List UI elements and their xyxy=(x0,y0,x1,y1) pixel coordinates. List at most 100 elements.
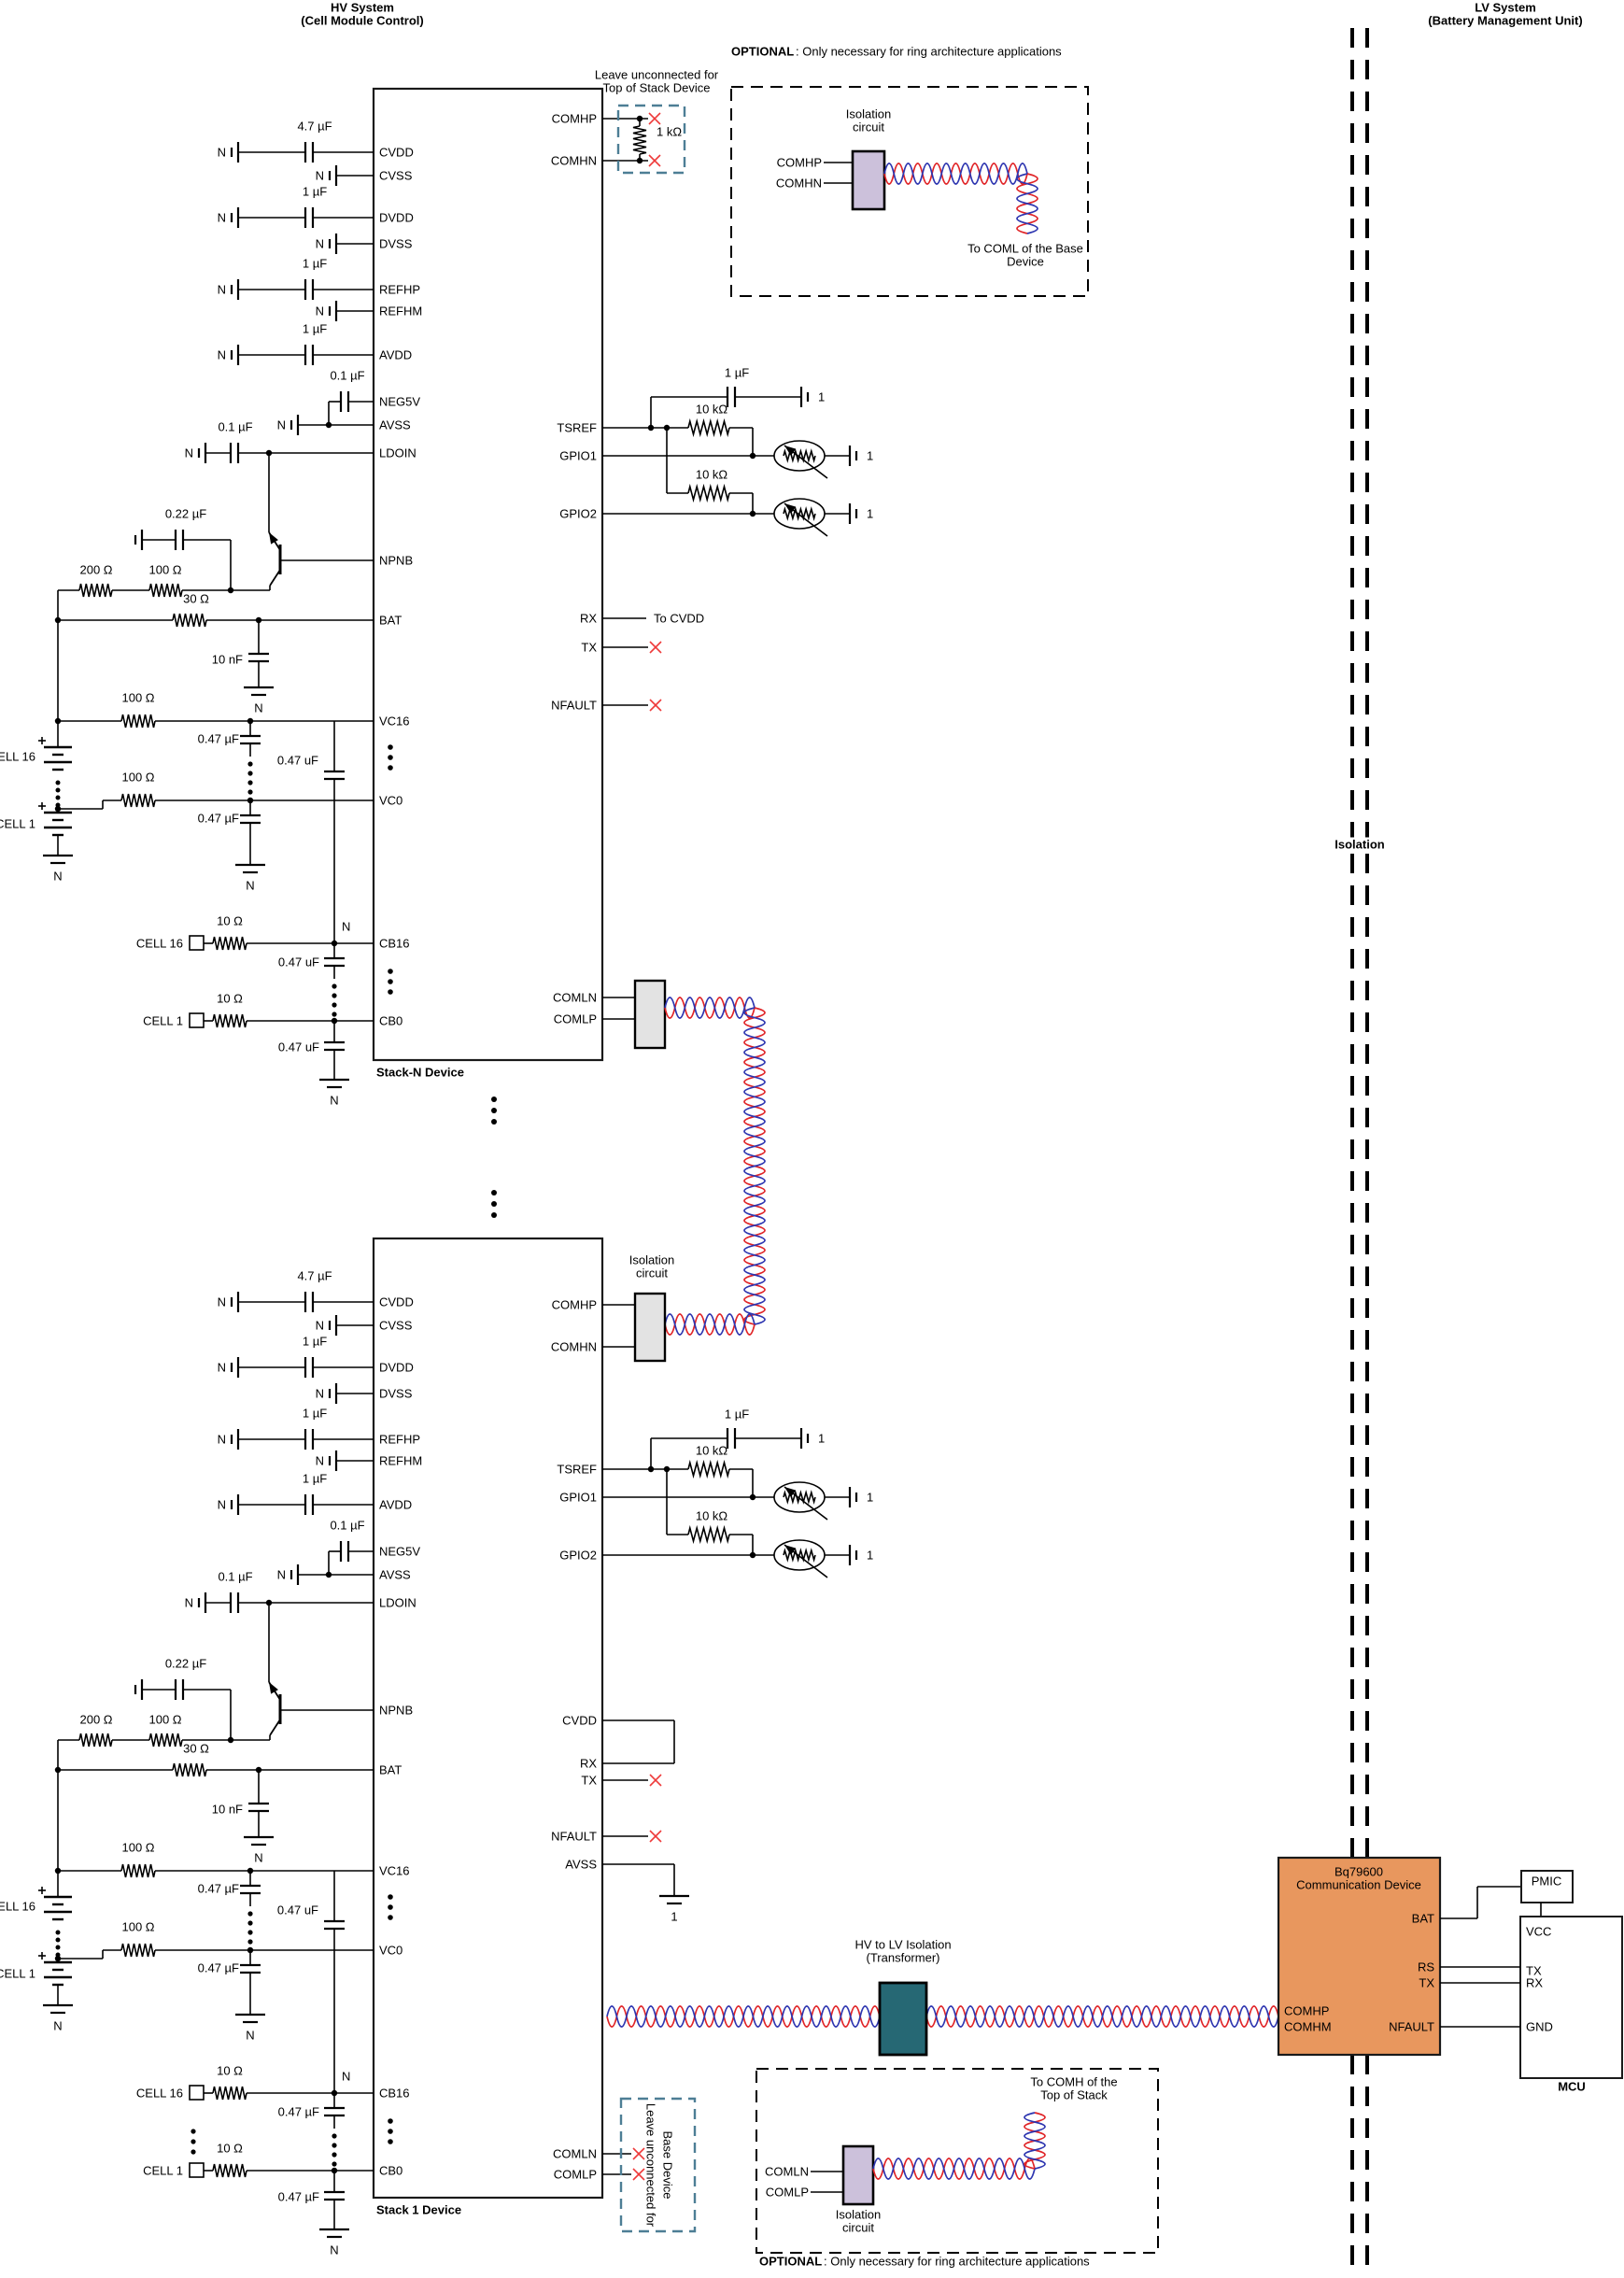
value-label: 1 µF xyxy=(302,256,328,271)
pin-label: NPNB xyxy=(379,553,414,568)
pin-label: REFHP xyxy=(379,1432,421,1447)
bq79600-title: Bq79600 xyxy=(1334,1864,1384,1879)
net-label: N xyxy=(315,1453,324,1468)
label-iso_circuit-line1: Isolation xyxy=(628,1252,675,1267)
net-label: N xyxy=(217,1360,226,1375)
net-label: N xyxy=(217,282,226,297)
bq79600-title2: Communication Device xyxy=(1296,1877,1421,1892)
pin-label: CVSS xyxy=(379,168,413,183)
value-label: 0.1 µF xyxy=(330,368,365,383)
pin-label: GPIO1 xyxy=(559,1490,597,1505)
value-label: 0.1 µF xyxy=(218,419,253,434)
net-label: N xyxy=(217,210,226,225)
label-optional_bottom-dest2: Top of Stack xyxy=(1040,2087,1108,2102)
value-label: 1 µF xyxy=(302,1471,328,1486)
mcu-box xyxy=(1519,1916,1623,2079)
value-label: 1 µF xyxy=(302,321,328,336)
pin-label: REFHM xyxy=(379,1453,423,1468)
value-label: 0.47 uF xyxy=(276,1903,318,1917)
net-label: N xyxy=(330,1093,339,1108)
pin-label: TX xyxy=(1526,1963,1542,1978)
value-label: 0.47 uF xyxy=(277,955,319,969)
value-label: 10 Ω xyxy=(217,913,243,928)
label-iso_circuit-line1: Isolation xyxy=(845,106,892,121)
pin-label: DVSS xyxy=(379,1386,413,1401)
optional-ring-box-bottom xyxy=(756,2068,1159,2254)
isolation-barrier-label: Isolation xyxy=(1332,837,1388,852)
pin-label: CB0 xyxy=(379,1013,403,1028)
net-label: N xyxy=(217,1295,226,1309)
label-transformer-line2: (Transformer) xyxy=(866,1950,940,1965)
net-label: N xyxy=(246,878,255,893)
net-label: N xyxy=(315,168,324,183)
value-label: 10 Ω xyxy=(217,991,243,1006)
label-notes-base1: Leave unconnected for xyxy=(643,2102,658,2228)
label-optional_bottom-pin2: COMLP xyxy=(765,2185,809,2200)
value-label: 0.47 µF xyxy=(197,1960,239,1975)
value-label: 1 µF xyxy=(302,184,328,199)
pin-label: DVDD xyxy=(379,1360,414,1375)
value-label: 10 kΩ xyxy=(695,1443,728,1458)
net-label: N xyxy=(315,1318,324,1333)
label-iso_circuit-line2: circuit xyxy=(636,1266,668,1280)
net-label: 1 xyxy=(867,1490,874,1505)
net-label: N xyxy=(276,417,286,432)
pin-label: TX xyxy=(581,640,597,655)
label-notes-top2: Top of Stack Device xyxy=(602,80,711,95)
pin-label: TX xyxy=(1419,1975,1434,1990)
pin-label: COMLN xyxy=(553,990,597,1005)
value-label: 1 µF xyxy=(302,1406,328,1421)
pin-label: LDOIN xyxy=(379,1595,417,1610)
value-label: 1 µF xyxy=(724,1407,750,1422)
label-notes-base2: Base Device xyxy=(660,2130,675,2200)
net-label: 1 xyxy=(671,1909,678,1924)
isolation-circuit-block-optional-top xyxy=(851,149,886,211)
value-label: 1 µF xyxy=(724,365,750,380)
pin-label: AVDD xyxy=(379,347,413,362)
pin-label: AVSS xyxy=(379,417,411,432)
label-optional_top-dest1: To COML of the Base xyxy=(967,241,1083,256)
value-label: 10 Ω xyxy=(217,2063,243,2078)
pin-label: RX xyxy=(1526,1975,1544,1990)
label-cells-c16: CELL 16 xyxy=(0,1899,35,1914)
pin-label: COMHP xyxy=(551,111,597,126)
pin-label: CB16 xyxy=(379,2086,410,2101)
net-label: N xyxy=(254,1850,263,1865)
pin-label: COMHP xyxy=(1284,2003,1330,2018)
pin-label: TSREF xyxy=(557,1462,597,1477)
value-label: 100 Ω xyxy=(121,690,155,705)
net-label: N xyxy=(217,145,226,160)
hv-lv-transformer-block xyxy=(878,1981,928,2057)
value-label: 0.22 µF xyxy=(164,506,207,521)
label-iso_circuit-line2: circuit xyxy=(842,2220,874,2235)
value-label: 100 Ω xyxy=(148,1712,182,1727)
value-label: 100 Ω xyxy=(121,1919,155,1934)
pin-label: COMLP xyxy=(553,2167,597,2182)
isolation-circuit-block-optional-bottom xyxy=(841,2144,875,2206)
value-label: 30 Ω xyxy=(183,591,209,606)
net-label: N xyxy=(217,1432,226,1447)
pin-label: VC0 xyxy=(379,1943,403,1958)
stack-1-device-label: Stack 1 Device xyxy=(376,2202,462,2217)
value-label: 4.7 µF xyxy=(297,119,332,134)
label-iso_circuit-line2: circuit xyxy=(853,120,884,134)
stack-n-device-box xyxy=(372,87,604,1062)
pin-label: BAT xyxy=(379,1762,402,1777)
value-label: 10 nF xyxy=(211,652,243,667)
value-label: 1 kΩ xyxy=(657,124,683,139)
pin-label: AVDD xyxy=(379,1497,413,1512)
value-label: 100 Ω xyxy=(121,770,155,785)
label-notes-top1: Leave unconnected for xyxy=(594,67,719,82)
pin-label: CVDD xyxy=(379,145,414,160)
pin-label: TSREF xyxy=(557,420,597,435)
pin-label: NFAULT xyxy=(551,698,597,713)
pin-label: TX xyxy=(581,1773,597,1788)
value-label: 0.47 µF xyxy=(197,731,239,746)
pin-label: CVDD xyxy=(562,1713,597,1728)
pin-label: CVSS xyxy=(379,1318,413,1333)
value-label: 10 kΩ xyxy=(695,1508,728,1523)
label-optional_top-prefix: OPTIONAL xyxy=(731,44,795,59)
net-label: N xyxy=(246,2028,255,2043)
pin-label: COMHP xyxy=(551,1297,597,1312)
